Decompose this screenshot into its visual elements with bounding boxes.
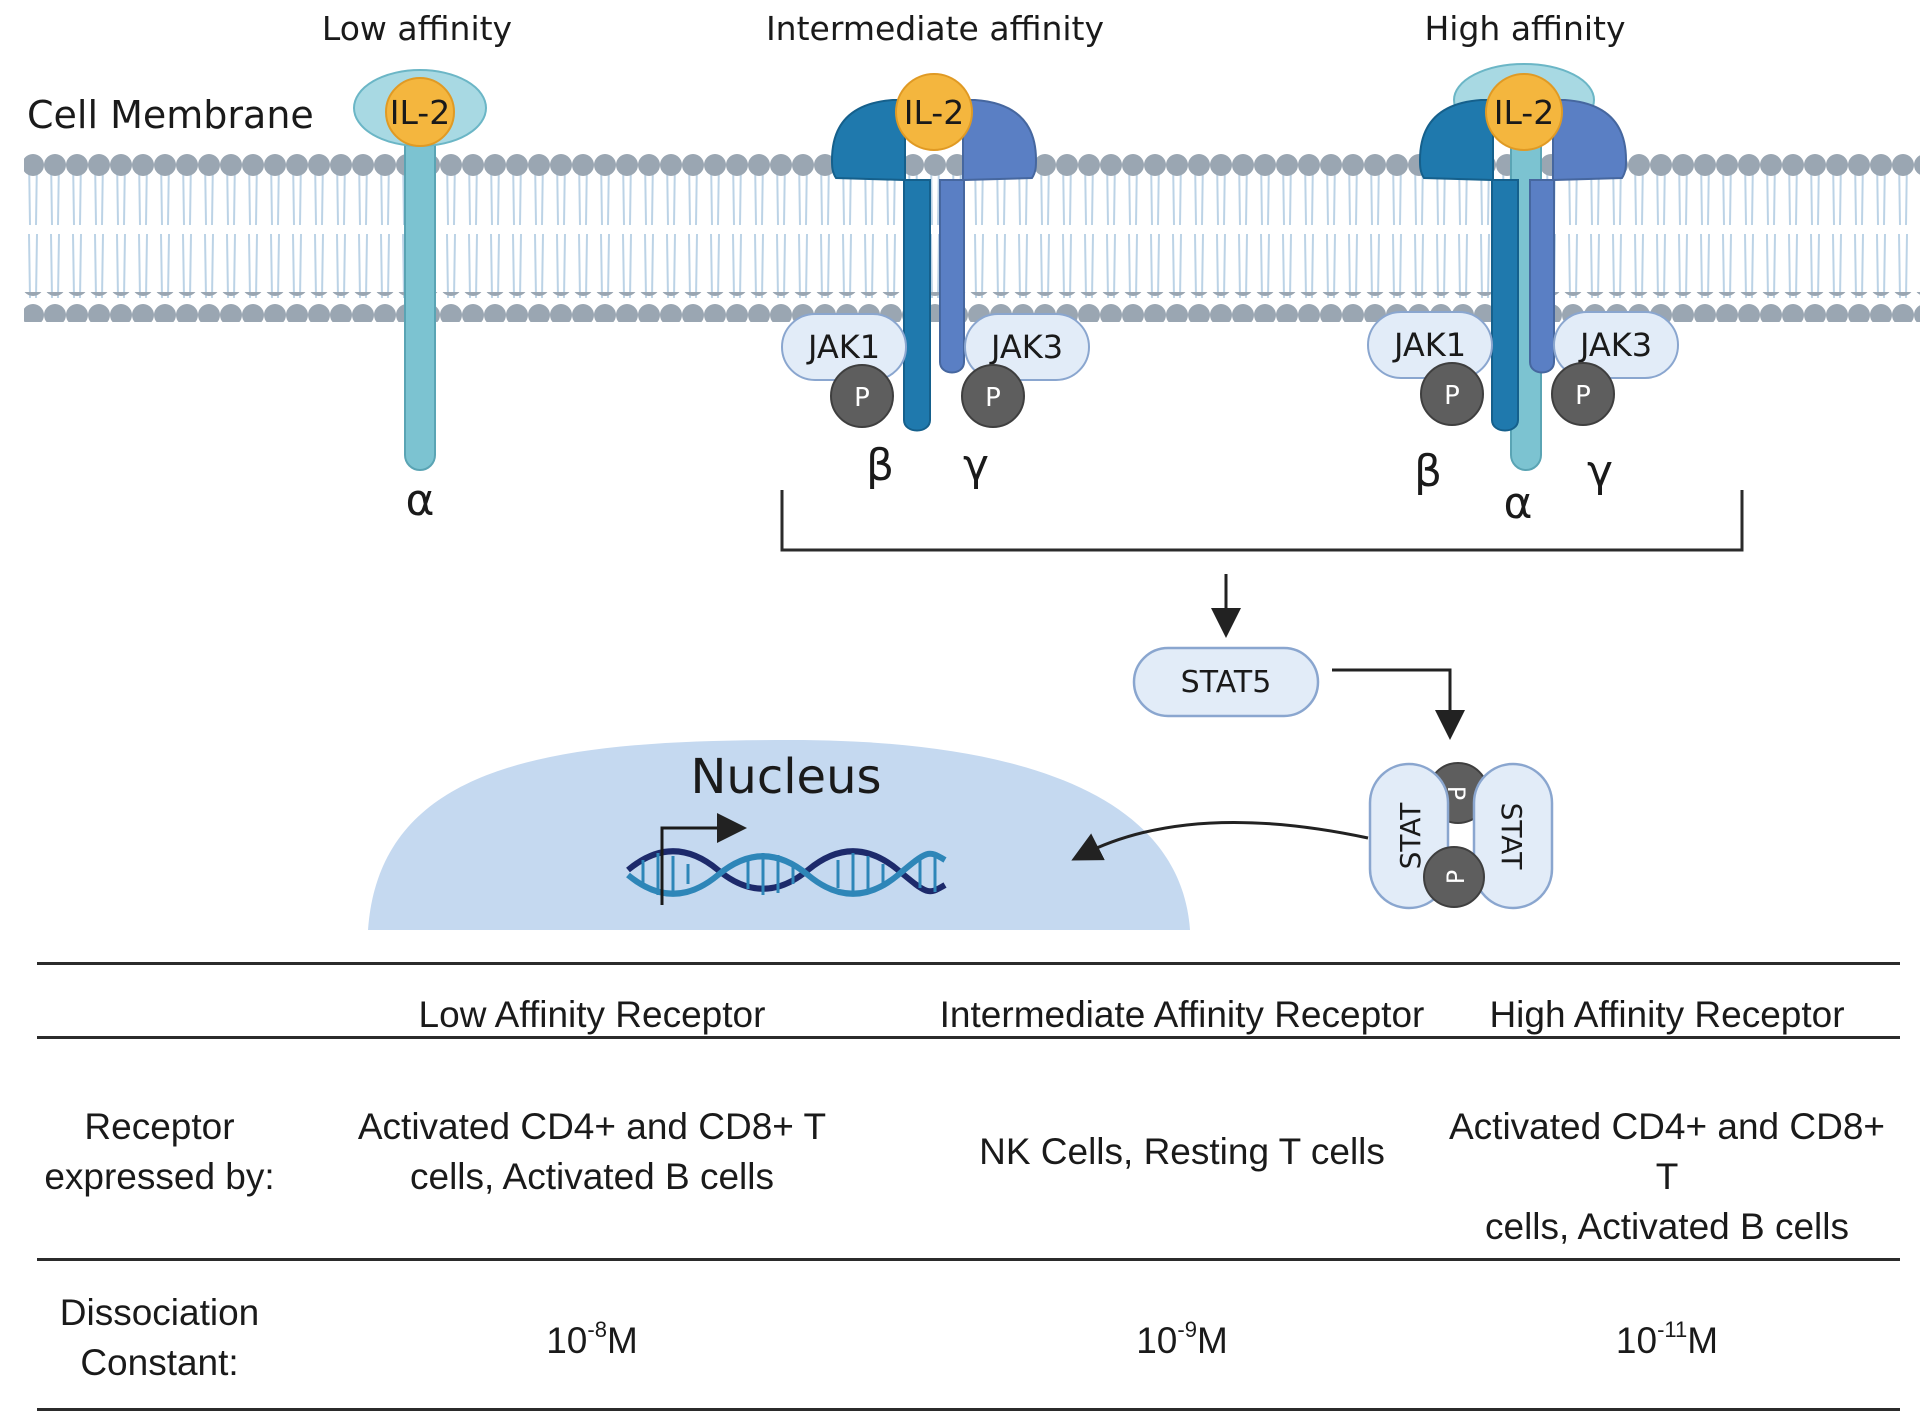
intermediate-affinity-receptor: IL-2 JAK1 JAK3 P P β γ xyxy=(781,73,1090,491)
gamma-chain xyxy=(1529,99,1628,374)
il2-label: IL-2 xyxy=(390,93,450,132)
kd-exponent: -11 xyxy=(1657,1317,1688,1342)
row-label-dissociation: Dissociation Constant: xyxy=(37,1288,282,1388)
gamma-label: γ xyxy=(963,440,989,491)
jak3-box xyxy=(1553,311,1679,379)
gamma-label: γ xyxy=(1587,446,1613,497)
expressed-high: Activated CD4+ and CD8+ T cells, Activat… xyxy=(1437,1102,1897,1252)
kd-exponent: -9 xyxy=(1177,1317,1197,1342)
stat-label: STAT xyxy=(1495,803,1528,871)
stat-label: STAT xyxy=(1394,802,1427,870)
kd-unit: M xyxy=(1687,1320,1719,1361)
beta-label: β xyxy=(1414,446,1442,497)
jak3-label: JAK3 xyxy=(989,328,1063,366)
table-rule-header xyxy=(37,1036,1900,1039)
nucleus xyxy=(368,740,1190,930)
dna-icon xyxy=(626,813,947,905)
phosphate-label: P xyxy=(1442,786,1470,800)
row-label-line: expressed by: xyxy=(44,1156,275,1197)
transcription-start-arrow xyxy=(660,813,747,905)
row-label-line: Dissociation xyxy=(59,1292,260,1333)
grouping-bracket xyxy=(780,490,1744,552)
table-rule-bottom xyxy=(37,1408,1900,1411)
beta-label: β xyxy=(866,440,894,491)
kd-unit: M xyxy=(606,1320,638,1361)
il2-ligand-icon xyxy=(385,77,455,147)
stat-monomer xyxy=(1472,762,1554,910)
alpha-label: α xyxy=(1503,478,1532,529)
phosphate-icon xyxy=(1423,846,1485,908)
kd-low: 10-8M xyxy=(292,1316,892,1366)
low-affinity-receptor: IL-2 α xyxy=(353,69,487,526)
gamma-chain xyxy=(939,99,1038,374)
il2-ligand-icon xyxy=(1485,73,1563,151)
phosphate-label: P xyxy=(1442,870,1470,884)
cell-line: cells, Activated B cells xyxy=(1485,1206,1849,1247)
kd-high: 10-11M xyxy=(1437,1316,1897,1366)
phosphate-label: P xyxy=(1575,381,1591,411)
table-header-low: Low Affinity Receptor xyxy=(418,994,766,1035)
high-affinity-receptor: IL-2 JAK1 JAK3 P P β α γ xyxy=(1367,63,1679,529)
il2-label: IL-2 xyxy=(904,93,964,132)
title-low-affinity: Low affinity xyxy=(322,9,512,48)
title-high-affinity: High affinity xyxy=(1424,9,1625,48)
membrane-label: Cell Membrane xyxy=(27,93,314,137)
row-label-line: Constant: xyxy=(80,1342,239,1383)
cell-line: cells, Activated B cells xyxy=(410,1156,774,1197)
phosphate-label: P xyxy=(1444,381,1460,411)
arrow-to-dimer xyxy=(1332,668,1465,740)
phosphate-label: P xyxy=(854,383,870,413)
beta-chain xyxy=(1418,99,1519,432)
jak3-label: JAK3 xyxy=(1578,326,1652,364)
kd-intermediate: 10-9M xyxy=(897,1316,1467,1366)
il2-signaling-diagram: Low affinity Intermediate affinity High … xyxy=(24,9,1920,930)
expressed-intermediate: NK Cells, Resting T cells xyxy=(897,1127,1467,1177)
jak3-box xyxy=(964,313,1090,381)
kd-base: 10 xyxy=(1615,1320,1658,1361)
il2-label: IL-2 xyxy=(1494,93,1554,132)
phosphate-label: P xyxy=(985,383,1001,413)
stat5-box xyxy=(1132,646,1320,718)
stat5-label: STAT5 xyxy=(1181,665,1272,700)
phosphate-icon xyxy=(830,364,894,428)
nucleus-label: Nucleus xyxy=(690,749,881,805)
alpha-label: α xyxy=(405,475,434,526)
cell-line: Activated CD4+ and CD8+ T xyxy=(1448,1106,1885,1197)
jak1-label: JAK1 xyxy=(806,328,880,366)
row-label-expressed: Receptor expressed by: xyxy=(37,1102,282,1202)
phosphate-icon xyxy=(1420,362,1484,426)
kd-exponent: -8 xyxy=(587,1317,607,1342)
kd-base: 10 xyxy=(546,1320,588,1361)
expressed-low: Activated CD4+ and CD8+ T cells, Activat… xyxy=(292,1102,892,1202)
title-intermediate-affinity: Intermediate affinity xyxy=(766,9,1104,48)
arrow-to-nucleus xyxy=(1071,820,1369,861)
cell-line: Activated CD4+ and CD8+ T xyxy=(357,1106,827,1147)
jak1-label: JAK1 xyxy=(1392,326,1466,364)
table-rule-top xyxy=(37,962,1900,965)
kd-base: 10 xyxy=(1136,1320,1178,1361)
alpha-chain xyxy=(404,129,436,471)
table-header-high: High Affinity Receptor xyxy=(1489,994,1845,1035)
table-rule-middle xyxy=(37,1258,1900,1261)
phosphate-icon xyxy=(1551,362,1615,426)
phosphate-icon xyxy=(961,364,1025,428)
il2-ligand-icon xyxy=(895,73,973,151)
table-header-intermediate: Intermediate Affinity Receptor xyxy=(939,994,1425,1035)
kd-unit: M xyxy=(1196,1320,1228,1361)
stat-dimer: P P STAT STAT xyxy=(1368,762,1554,910)
row-label-line: Receptor xyxy=(84,1106,235,1147)
cell-line: NK Cells, Resting T cells xyxy=(979,1131,1385,1172)
